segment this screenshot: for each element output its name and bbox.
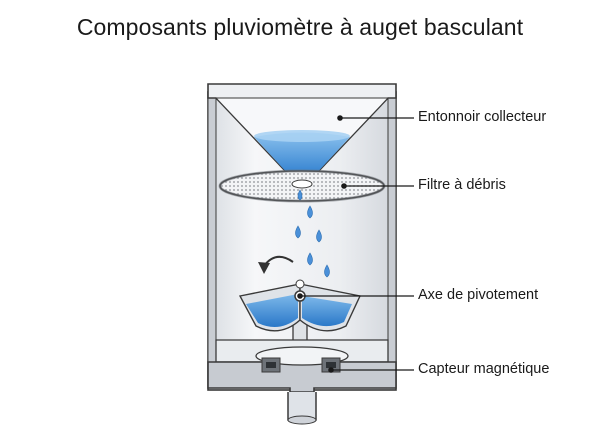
debris-filter [218, 169, 386, 203]
diagram-title: Composants pluviomètre à auget basculant [76, 14, 524, 40]
base-and-sensor [207, 339, 397, 425]
leader-lines [297, 115, 414, 373]
label-pivot: Axe de pivotement [418, 287, 539, 303]
curved-arrow-icon [258, 255, 294, 274]
label-sensor: Capteur magnétique [418, 361, 550, 377]
label-funnel: Entonnoir collecteur [418, 109, 547, 125]
water-drop-icon [295, 189, 330, 278]
label-filter: Filtre à débris [418, 177, 506, 193]
